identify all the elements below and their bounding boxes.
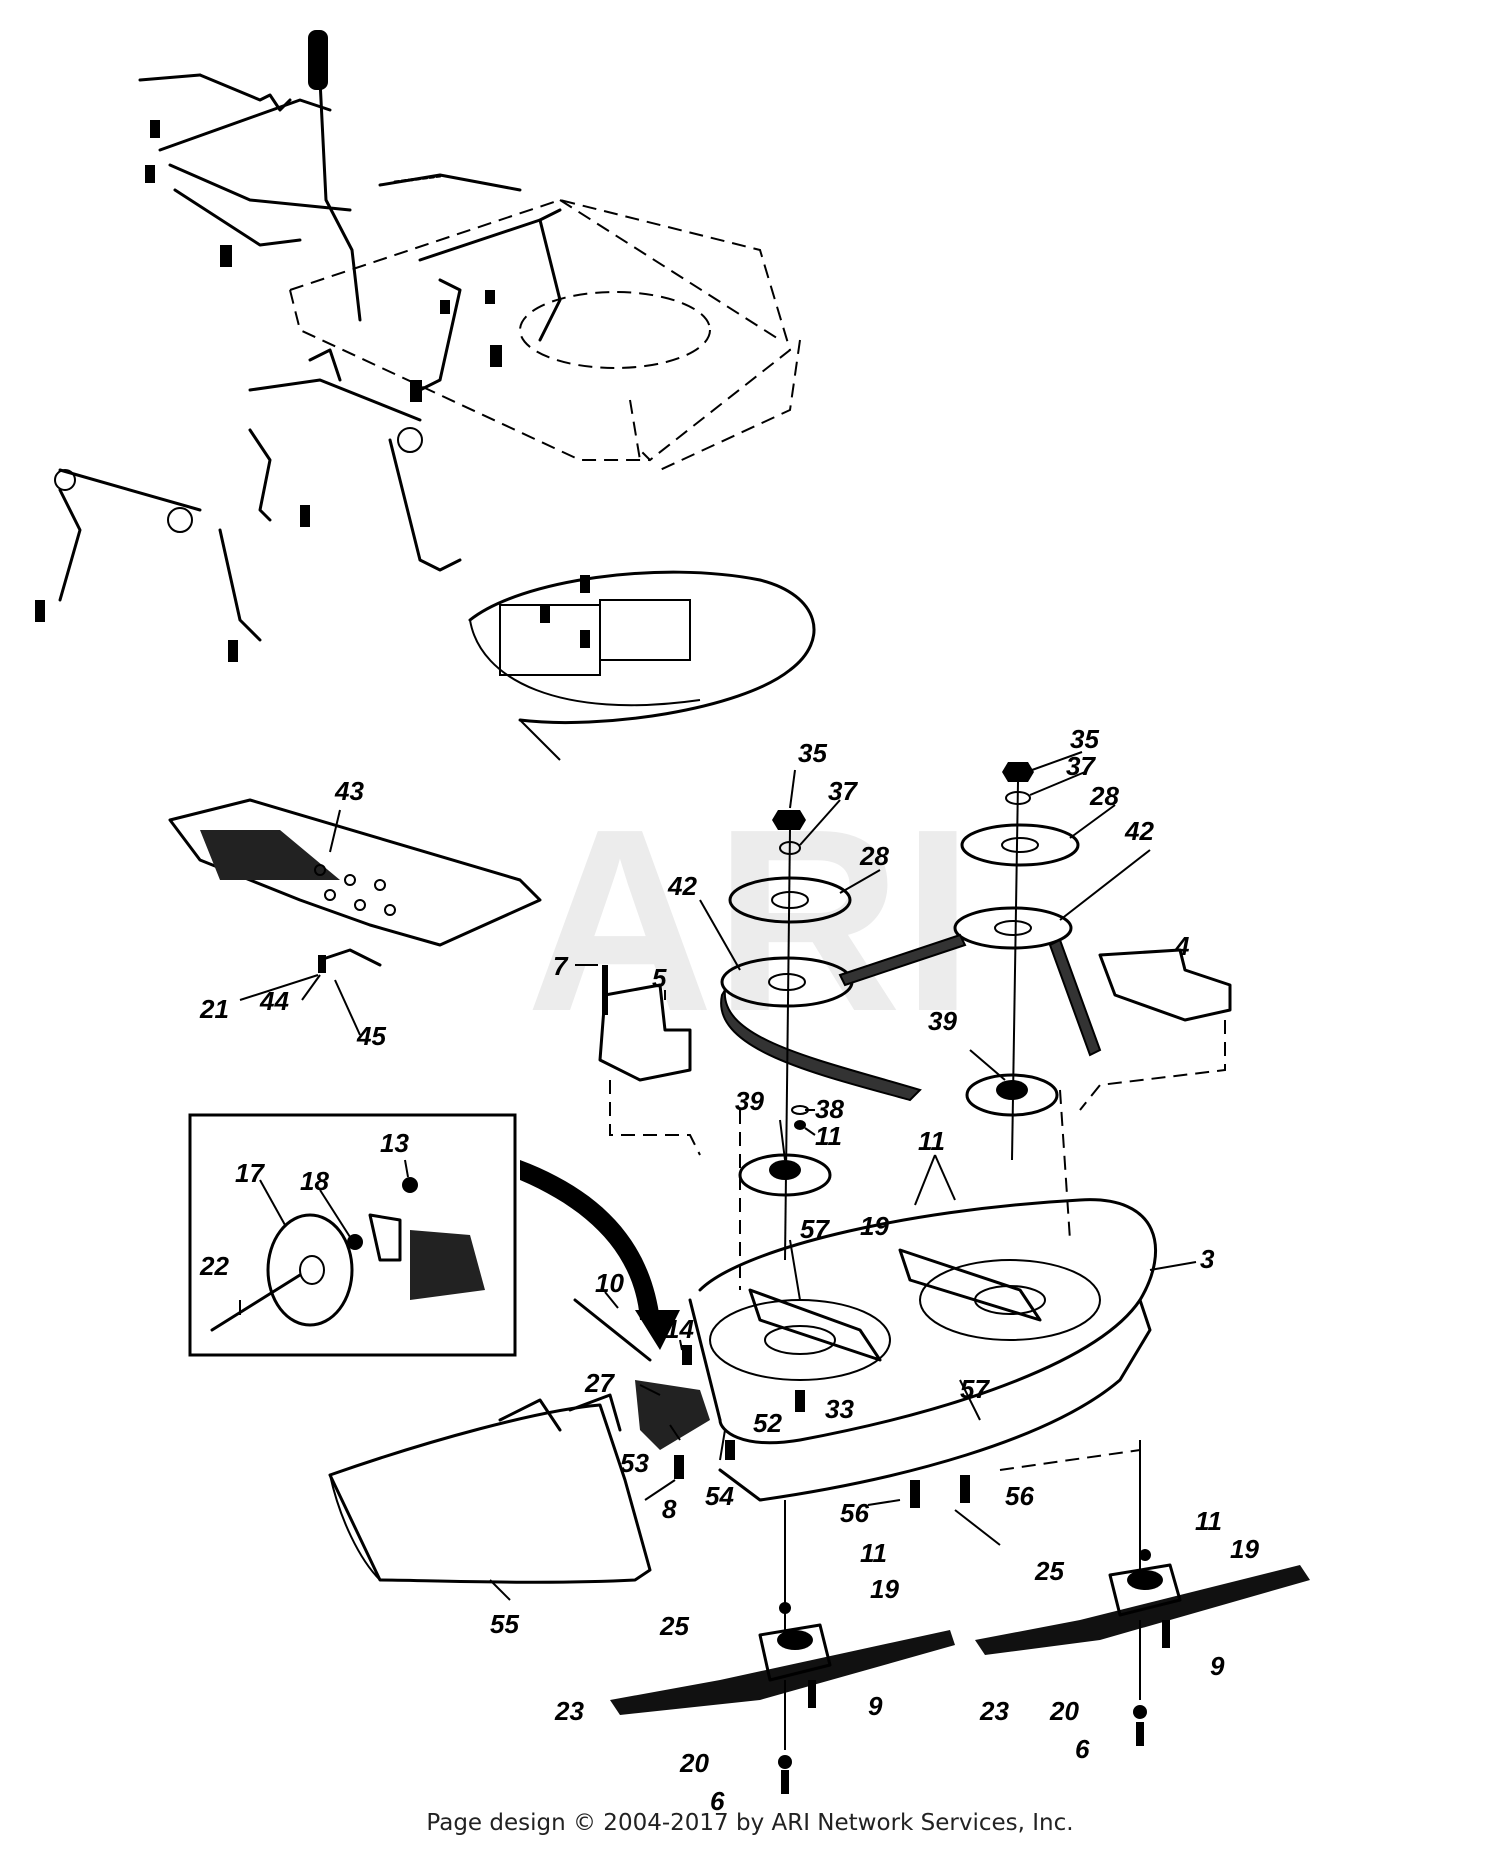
idler-bracket-hardware xyxy=(573,1298,970,1508)
part-label-57: 57 xyxy=(960,1374,990,1404)
part-label-28: 28 xyxy=(1089,781,1119,811)
part-label-7: 7 xyxy=(553,951,569,981)
part-label-35: 35 xyxy=(798,738,827,768)
part-label-3: 3 xyxy=(1200,1244,1215,1274)
part-label-25: 25 xyxy=(659,1611,689,1641)
part-label-38: 38 xyxy=(815,1094,844,1124)
part-label-42: 42 xyxy=(1124,816,1154,846)
part-label-8: 8 xyxy=(662,1494,677,1524)
part-label-52: 52 xyxy=(753,1408,782,1438)
leader-lines xyxy=(239,751,1197,1601)
part-label-39: 39 xyxy=(735,1086,764,1116)
part-label-11: 11 xyxy=(918,1126,945,1156)
part-label-10: 10 xyxy=(595,1268,624,1298)
discharge-chute xyxy=(328,1393,652,1584)
part-label-42: 42 xyxy=(667,871,697,901)
idler-pulley-inset xyxy=(188,1113,517,1357)
part-label-25: 25 xyxy=(1034,1556,1064,1586)
bracket-4 xyxy=(1079,948,1232,1111)
part-label-37: 37 xyxy=(828,776,858,806)
front-guard-plate xyxy=(168,798,542,973)
part-label-23: 23 xyxy=(979,1696,1009,1726)
part-label-19: 19 xyxy=(870,1574,899,1604)
part-label-9: 9 xyxy=(868,1691,883,1721)
part-label-11: 11 xyxy=(1195,1506,1222,1536)
part-label-44: 44 xyxy=(259,986,289,1016)
part-label-19: 19 xyxy=(1230,1534,1259,1564)
part-label-6: 6 xyxy=(1075,1734,1090,1764)
part-label-54: 54 xyxy=(705,1481,734,1511)
part-label-11: 11 xyxy=(860,1538,887,1568)
part-label-43: 43 xyxy=(334,776,364,806)
part-label-20: 20 xyxy=(679,1748,709,1778)
part-label-13: 13 xyxy=(380,1128,409,1158)
blade-right xyxy=(975,1440,1310,1746)
part-label-11: 11 xyxy=(815,1121,842,1151)
part-label-45: 45 xyxy=(356,1021,386,1051)
part-label-5: 5 xyxy=(652,963,667,993)
part-label-56: 56 xyxy=(840,1498,869,1528)
part-label-17: 17 xyxy=(235,1158,265,1188)
part-label-53: 53 xyxy=(620,1448,649,1478)
mower-deck-housing xyxy=(688,1089,1157,1502)
part-label-35: 35 xyxy=(1070,724,1099,754)
part-label-20: 20 xyxy=(1049,1696,1079,1726)
part-label-56: 56 xyxy=(1005,1481,1034,1511)
part-label-21: 21 xyxy=(199,994,229,1024)
part-label-28: 28 xyxy=(859,841,889,871)
pulley-belt-assembly xyxy=(720,762,1102,1261)
part-label-57: 57 xyxy=(800,1214,830,1244)
part-label-27: 27 xyxy=(584,1368,615,1398)
part-label-39: 39 xyxy=(928,1006,957,1036)
watermark: ARI xyxy=(526,776,974,1066)
part-label-37: 37 xyxy=(1066,751,1096,781)
part-label-33: 33 xyxy=(825,1394,854,1424)
part-label-18: 18 xyxy=(300,1166,329,1196)
part-label-22: 22 xyxy=(199,1251,229,1281)
part-label-6: 6 xyxy=(710,1786,725,1816)
part-number-labels: 35 37 28 42 35 37 28 42 43 21 44 45 7 5 … xyxy=(199,724,1259,1816)
lift-linkage-assembly xyxy=(35,30,801,662)
part-label-23: 23 xyxy=(554,1696,584,1726)
upper-deck-view xyxy=(468,570,816,761)
detail-arrow xyxy=(520,1160,680,1350)
blade-left xyxy=(610,1500,955,1794)
part-label-9: 9 xyxy=(1210,1651,1225,1681)
part-label-55: 55 xyxy=(490,1609,519,1639)
part-label-14: 14 xyxy=(665,1314,694,1344)
part-label-4: 4 xyxy=(1174,931,1190,961)
copyright-footer: Page design © 2004-2017 by ARI Network S… xyxy=(426,1810,1074,1836)
bracket-5 xyxy=(598,965,701,1156)
part-label-19: 19 xyxy=(860,1211,889,1241)
